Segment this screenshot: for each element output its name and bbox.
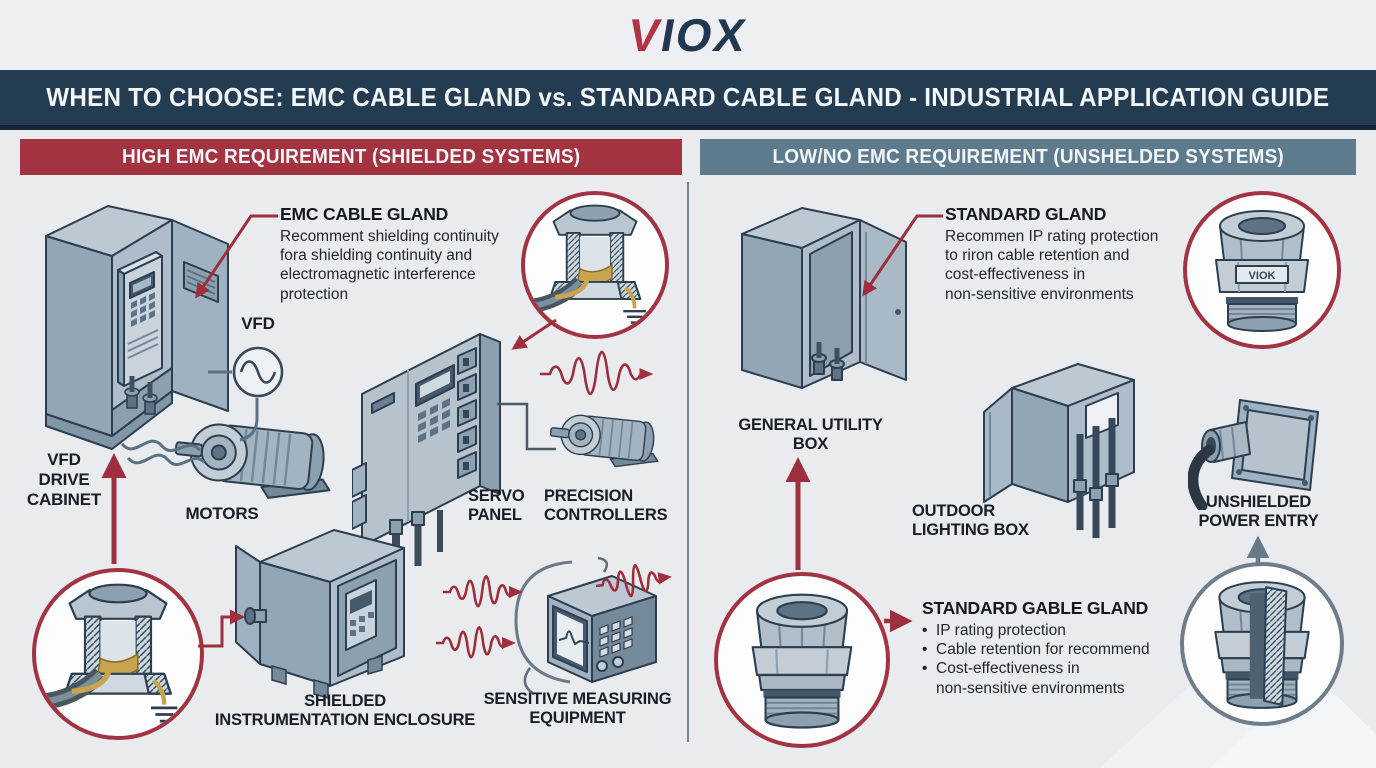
emc-callout-title: EMC CABLE GLAND xyxy=(280,204,449,224)
ground-wire xyxy=(623,286,637,309)
gland-cutaway-drawing xyxy=(1214,581,1310,709)
standard-gland-drawing xyxy=(751,593,853,729)
viox-logo: VIOX xyxy=(624,8,751,62)
utility-box-drawing xyxy=(741,207,907,389)
branded-gland-drawing: VIOK xyxy=(1215,210,1309,332)
unshielded-power-entry-label: UNSHIELDED POWER ENTRY xyxy=(1198,493,1319,531)
precision-controller-illustration xyxy=(548,404,663,479)
logo-band: VIOX xyxy=(0,0,1376,70)
measuring-equipment-drawing xyxy=(514,556,657,696)
power-entry-illustration xyxy=(1187,392,1333,512)
servo-keypad xyxy=(418,398,450,443)
standard-gable-gland-callout: STANDARD GABLE GLAND IP rating protectio… xyxy=(922,598,1167,698)
motor-drawing xyxy=(174,423,331,499)
motors-label: MOTORS xyxy=(185,504,259,523)
emc-gland-cutaway-callout-2 xyxy=(32,568,204,740)
emc-gland-cross-section-2 xyxy=(41,583,178,723)
emc-callout-description: Recomment shielding continuity fora shie… xyxy=(280,228,499,303)
utility-box-illustration xyxy=(728,192,913,407)
cutaway-bore xyxy=(1249,593,1267,699)
standard-gable-bullets: IP rating protection Cable retention for… xyxy=(922,621,1167,698)
title-banner: WHEN TO CHOOSE: EMC CABLE GLAND vs. STAN… xyxy=(0,70,1376,130)
cabinet-door xyxy=(171,219,229,412)
servo-panel-illustration xyxy=(351,322,527,567)
right-header-text: LOW/NO EMC REQUIREMENT (UNSHELDED SYSTEM… xyxy=(772,145,1284,168)
vfd-label: VFD xyxy=(241,314,275,333)
bullet-item: IP rating protection xyxy=(922,621,1167,640)
left-column-header: HIGH EMC REQUIREMENT (SHIELDED SYSTEMS) xyxy=(20,139,682,175)
standard-gland-callout-circle: VIOK xyxy=(1183,191,1341,349)
shielded-enclosure-illustration xyxy=(228,514,423,699)
vfd-keypad xyxy=(131,292,155,327)
general-utility-box-label: GENERAL UTILITY BOX xyxy=(738,416,883,454)
motor-illustration xyxy=(172,412,337,512)
outdoor-lighting-box-label: OUTDOOR LIGHTING BOX xyxy=(912,502,1029,540)
bullet-item: Cable retention for recommend xyxy=(922,640,1167,659)
enclosure-instrument xyxy=(345,579,377,651)
column-divider xyxy=(687,182,689,742)
servo-connector-blocks xyxy=(457,347,477,479)
waveform-trace xyxy=(558,630,590,646)
cabinet-cable-glands xyxy=(124,376,158,415)
enclosure-emc-gland xyxy=(244,607,267,625)
brand-nameplate xyxy=(1235,265,1289,284)
emc-gland-cross-section xyxy=(529,204,646,324)
standard-gable-title: STANDARD GABLE GLAND xyxy=(922,598,1149,618)
ground-symbol xyxy=(623,310,646,324)
sine-wave-icon xyxy=(232,346,284,398)
lighting-box-drawing xyxy=(983,363,1135,538)
lighting-box-illustration xyxy=(982,350,1152,550)
scope-buttons xyxy=(599,616,633,658)
lighting-box-door xyxy=(983,387,1013,503)
page-title: WHEN TO CHOOSE: EMC CABLE GLAND vs. STAN… xyxy=(46,82,1330,112)
door-handle xyxy=(895,309,901,315)
precision-controller-drawing xyxy=(549,414,659,468)
standard-gland-callout-text: STANDARD GLAND Recommen IP rating protec… xyxy=(945,204,1183,304)
power-entry-drawing xyxy=(1187,399,1319,512)
standard-callout-title: STANDARD GLAND xyxy=(945,204,1107,224)
scope-knob xyxy=(612,656,624,668)
shielded-enclosure-label: SHIELDED INSTRUMENTATION ENCLOSURE xyxy=(214,692,476,730)
plate-screws xyxy=(1236,405,1314,486)
logo-letters-iox: IOX xyxy=(657,9,752,61)
ground-wire xyxy=(151,678,167,705)
power-cable xyxy=(1187,444,1215,512)
shielded-enclosure-drawing xyxy=(235,529,405,699)
servo-panel-drawing xyxy=(351,333,501,566)
utility-box-glands xyxy=(811,342,845,381)
servo-side-terminals xyxy=(351,462,367,530)
enclosure-door xyxy=(235,545,261,665)
enclosure-feet xyxy=(271,655,383,699)
sensitive-equipment-label: SENSITIVE MEASURING EQUIPMENT xyxy=(483,690,672,728)
left-header-text: HIGH EMC REQUIREMENT (SHIELDED SYSTEMS) xyxy=(121,145,581,168)
standard-callout-description: Recommen IP rating protection to riron c… xyxy=(945,228,1159,303)
emc-gland-callout-text: EMC CABLE GLAND Recomment shielding cont… xyxy=(280,204,522,304)
emc-gland-cutaway-callout xyxy=(521,191,669,339)
standard-gland-exterior-callout xyxy=(714,572,890,748)
brand-text: VIOK xyxy=(1249,270,1276,282)
scope-knob xyxy=(596,660,608,672)
vfd-drive-cabinet-label: VFD DRIVE CABINET xyxy=(26,450,102,510)
servo-panel-label: SERVO PANEL xyxy=(468,487,525,525)
vfd-source-symbol xyxy=(228,342,288,402)
right-column-header: LOW/NO EMC REQUIREMENT (UNSHELDED SYSTEM… xyxy=(700,139,1356,175)
precision-controllers-label: PRECISION CONTROLLERS xyxy=(544,487,668,525)
lighting-box-cables xyxy=(1073,418,1119,538)
gland-cutaway-callout xyxy=(1180,562,1344,726)
measuring-equipment-illustration xyxy=(500,556,675,696)
bullet-item: Cost-effectiveness in non-sensitive envi… xyxy=(922,659,1167,697)
shield-loop xyxy=(514,560,573,684)
